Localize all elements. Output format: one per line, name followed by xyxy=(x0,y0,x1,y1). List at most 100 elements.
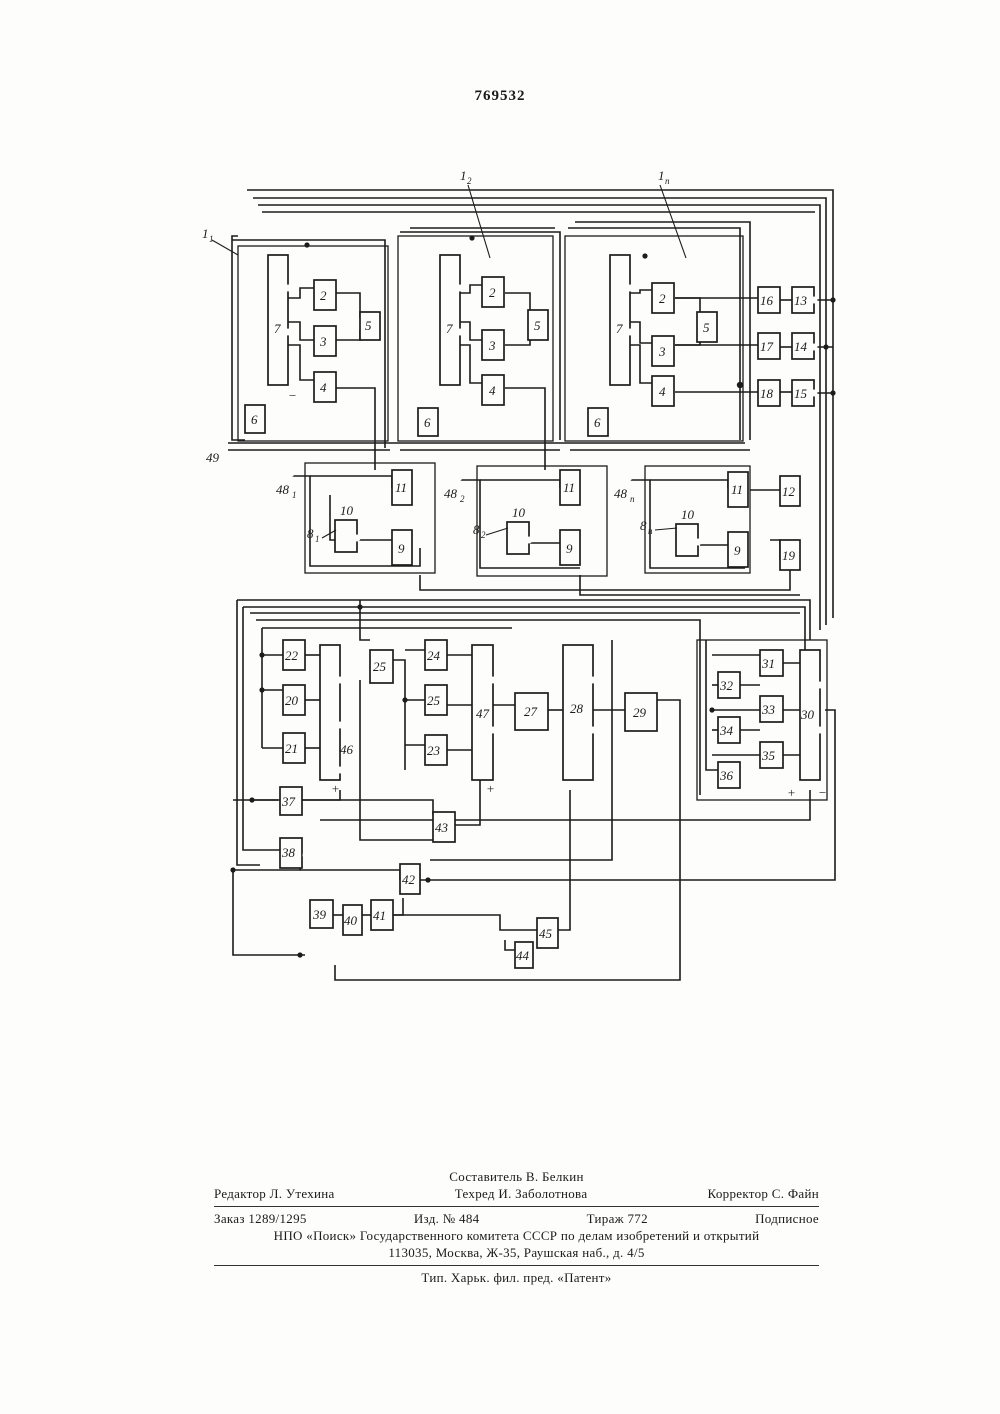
block-label-39: 39 xyxy=(312,907,327,922)
block-label-32: 32 xyxy=(719,678,734,693)
block-label-c1-2: 2 xyxy=(320,288,327,303)
cell-2-sub: 2 xyxy=(467,176,472,186)
input-1-sub: 1 xyxy=(292,490,297,500)
edition: Изд. № 484 xyxy=(414,1210,480,1227)
block-label-25b: 25 xyxy=(427,693,441,708)
block-label-27: 27 xyxy=(524,704,538,719)
block-label-c3-5: 5 xyxy=(703,320,710,335)
block-label-34: 34 xyxy=(719,723,734,738)
block-diagram: 7 2 3 4 5 6 7 2 3 4 5 6 7 2 3 4 5 6 16 1… xyxy=(0,0,1000,1000)
block-label-d3-9: 9 xyxy=(734,543,741,558)
block-label-45: 45 xyxy=(539,926,553,941)
corrector: Корректор С. Файн xyxy=(708,1185,819,1202)
det-2-label: 8 xyxy=(473,522,480,537)
block-label-c1-6: 6 xyxy=(251,412,258,427)
block-label-13: 13 xyxy=(794,293,808,308)
block-label-42: 42 xyxy=(402,872,416,887)
block-label-c2-5: 5 xyxy=(534,318,541,333)
block-label-c1-7: 7 xyxy=(274,321,281,336)
block-label-41: 41 xyxy=(373,908,386,923)
block-label-c1-5: 5 xyxy=(365,318,372,333)
input-n-sub: n xyxy=(630,494,635,504)
input-2-label: 48 xyxy=(444,486,458,501)
block-label-d1-9: 9 xyxy=(398,541,405,556)
block-label-46: 46 xyxy=(340,742,354,757)
block-label-20: 20 xyxy=(285,693,299,708)
det-n-label: 8 xyxy=(640,518,647,533)
minus-sign-cell1: − xyxy=(288,388,297,403)
block-label-c2-7: 7 xyxy=(446,321,453,336)
block-label-37: 37 xyxy=(281,794,296,809)
block-label-d3-11: 11 xyxy=(731,482,743,497)
cell-1-sub: 1 xyxy=(209,234,214,244)
det-n-sub: n xyxy=(648,526,653,536)
input-n-label: 48 xyxy=(614,486,628,501)
divider xyxy=(214,1206,819,1207)
blocks xyxy=(245,255,820,968)
printer: Тип. Харьк. фил. пред. «Патент» xyxy=(421,1269,611,1286)
input-49-label: 49 xyxy=(206,450,220,465)
block-label-c1-4: 4 xyxy=(320,380,327,395)
publisher: НПО «Поиск» Государственного комитета СС… xyxy=(274,1227,760,1244)
block-label-47: 47 xyxy=(476,706,490,721)
block-label-d2-9: 9 xyxy=(566,541,573,556)
block-label-30: 30 xyxy=(800,707,815,722)
block-label-d2-11: 11 xyxy=(563,480,575,495)
minus-sign-30: − xyxy=(818,785,827,800)
block-label-c3-7: 7 xyxy=(616,321,623,336)
subscription: Подписное xyxy=(755,1210,819,1227)
block-label-29: 29 xyxy=(633,705,647,720)
block-label-d2-10: 10 xyxy=(512,505,526,520)
block-label-d1-10: 10 xyxy=(340,503,354,518)
block-label-c2-2: 2 xyxy=(489,285,496,300)
block-label-c1-3: 3 xyxy=(319,334,327,349)
block-label-c3-3: 3 xyxy=(658,344,666,359)
compiler: Составитель В. Белкин xyxy=(449,1168,584,1185)
block-label-18: 18 xyxy=(760,386,774,401)
block-label-c2-4: 4 xyxy=(489,383,496,398)
cell-2-label: 1 xyxy=(460,168,467,183)
block-label-25a: 25 xyxy=(373,659,387,674)
det-2-sub: 2 xyxy=(481,530,486,540)
block-label-22: 22 xyxy=(285,648,299,663)
address: 113035, Москва, Ж-35, Раушская наб., д. … xyxy=(388,1244,644,1261)
block-label-28: 28 xyxy=(570,701,584,716)
block-label-17: 17 xyxy=(760,339,774,354)
plus-sign-46: + xyxy=(331,781,340,796)
divider xyxy=(214,1265,819,1266)
block-label-c3-4: 4 xyxy=(659,384,666,399)
plus-sign-30: + xyxy=(787,785,796,800)
block-label-12: 12 xyxy=(782,484,796,499)
block-label-c3-6: 6 xyxy=(594,415,601,430)
block-label-15: 15 xyxy=(794,386,808,401)
block-label-24: 24 xyxy=(427,648,441,663)
techred: Техред И. Заболотнова xyxy=(455,1185,588,1202)
block-label-33: 33 xyxy=(761,702,776,717)
block-label-36: 36 xyxy=(719,768,734,783)
block-label-31: 31 xyxy=(761,656,775,671)
imprint: Составитель В. Белкин Редактор Л. Утехин… xyxy=(214,1168,819,1286)
input-2-sub: 2 xyxy=(460,494,465,504)
cell-n-sub: n xyxy=(665,176,670,186)
block-label-14: 14 xyxy=(794,339,808,354)
block-label-43: 43 xyxy=(435,820,449,835)
block-label-21: 21 xyxy=(285,741,298,756)
block-label-35: 35 xyxy=(761,748,776,763)
block-label-16: 16 xyxy=(760,293,774,308)
circulation: Тираж 772 xyxy=(587,1210,648,1227)
cell-n-label: 1 xyxy=(658,168,665,183)
block-label-c3-2: 2 xyxy=(659,291,666,306)
junctions xyxy=(214,235,836,957)
block-label-23: 23 xyxy=(427,743,441,758)
cell-1-label: 1 xyxy=(202,226,209,241)
block-label-19: 19 xyxy=(782,548,796,563)
block-label-44: 44 xyxy=(516,948,530,963)
plus-sign-47: + xyxy=(486,781,495,796)
order: Заказ 1289/1295 xyxy=(214,1210,307,1227)
block-label-c2-3: 3 xyxy=(488,338,496,353)
block-label-d1-11: 11 xyxy=(395,480,407,495)
block-label-d3-10: 10 xyxy=(681,507,695,522)
block-label-38: 38 xyxy=(281,845,296,860)
block-label-c2-6: 6 xyxy=(424,415,431,430)
input-1-label: 48 xyxy=(276,482,290,497)
